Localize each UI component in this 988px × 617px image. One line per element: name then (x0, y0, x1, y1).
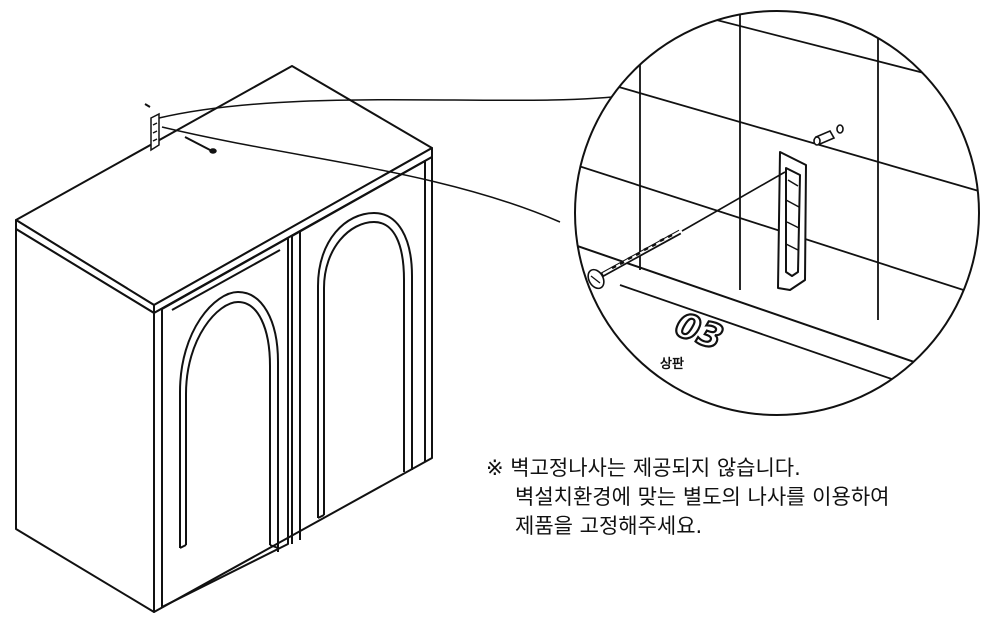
cabinet (15, 65, 433, 613)
callout-leader (158, 94, 631, 223)
bracket-small (150, 112, 160, 152)
cabinet-right-door (291, 160, 426, 544)
right-arch-outer (317, 212, 413, 518)
wall-anchor (813, 124, 844, 146)
bracket-detail (777, 151, 807, 291)
note-line-3: 제품을 고정해주세요. (515, 514, 703, 538)
part-name: 상판 (660, 356, 684, 372)
detail-magnifier: 03 상판 (574, 10, 980, 416)
screw-small (144, 103, 217, 154)
right-arch-inner (323, 221, 405, 515)
screw-detail (587, 171, 786, 290)
cabinet-left-door (161, 237, 289, 608)
left-arch-inner (185, 301, 271, 545)
note-line-2: 벽설치환경에 맞는 별도의 나사를 이용하여 (515, 485, 890, 509)
left-arch-outer (179, 291, 279, 548)
note-line-1: ※ 벽고정나사는 제공되지 않습니다. (486, 456, 801, 480)
wall-screw-note: ※ 벽고정나사는 제공되지 않습니다. 벽설치환경에 맞는 별도의 나사를 이용… (486, 454, 889, 541)
